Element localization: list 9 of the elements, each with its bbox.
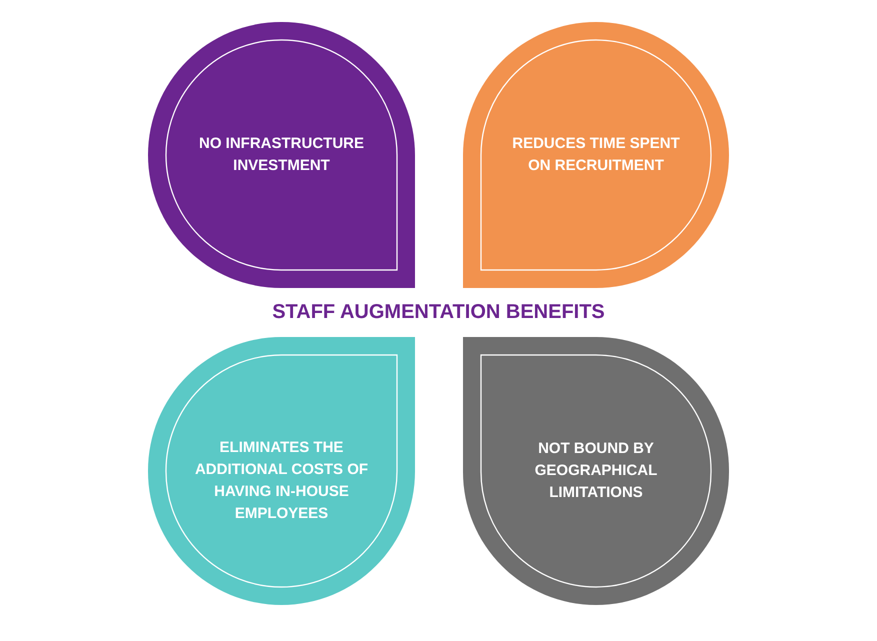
- teardrop-shape: [463, 22, 729, 288]
- benefit-text: REDUCES TIME SPENT ON RECRUITMENT: [511, 134, 681, 176]
- teardrop-shape: [148, 22, 415, 288]
- benefit-text: NOT BOUND BY GEOGRAPHICAL LIMITATIONS: [534, 439, 658, 503]
- diagram-title: STAFF AUGMENTATION BENEFITS: [272, 300, 605, 325]
- teardrop-shape: [148, 337, 415, 605]
- benefit-text: NO INFRASTRUCTURE INVESTMENT: [198, 134, 365, 176]
- teardrop-shape: [463, 337, 729, 605]
- benefit-text: ELIMINATES THE ADDITIONAL COSTS OF HAVING IN-HOUSE EMPLOYEES: [194, 438, 370, 524]
